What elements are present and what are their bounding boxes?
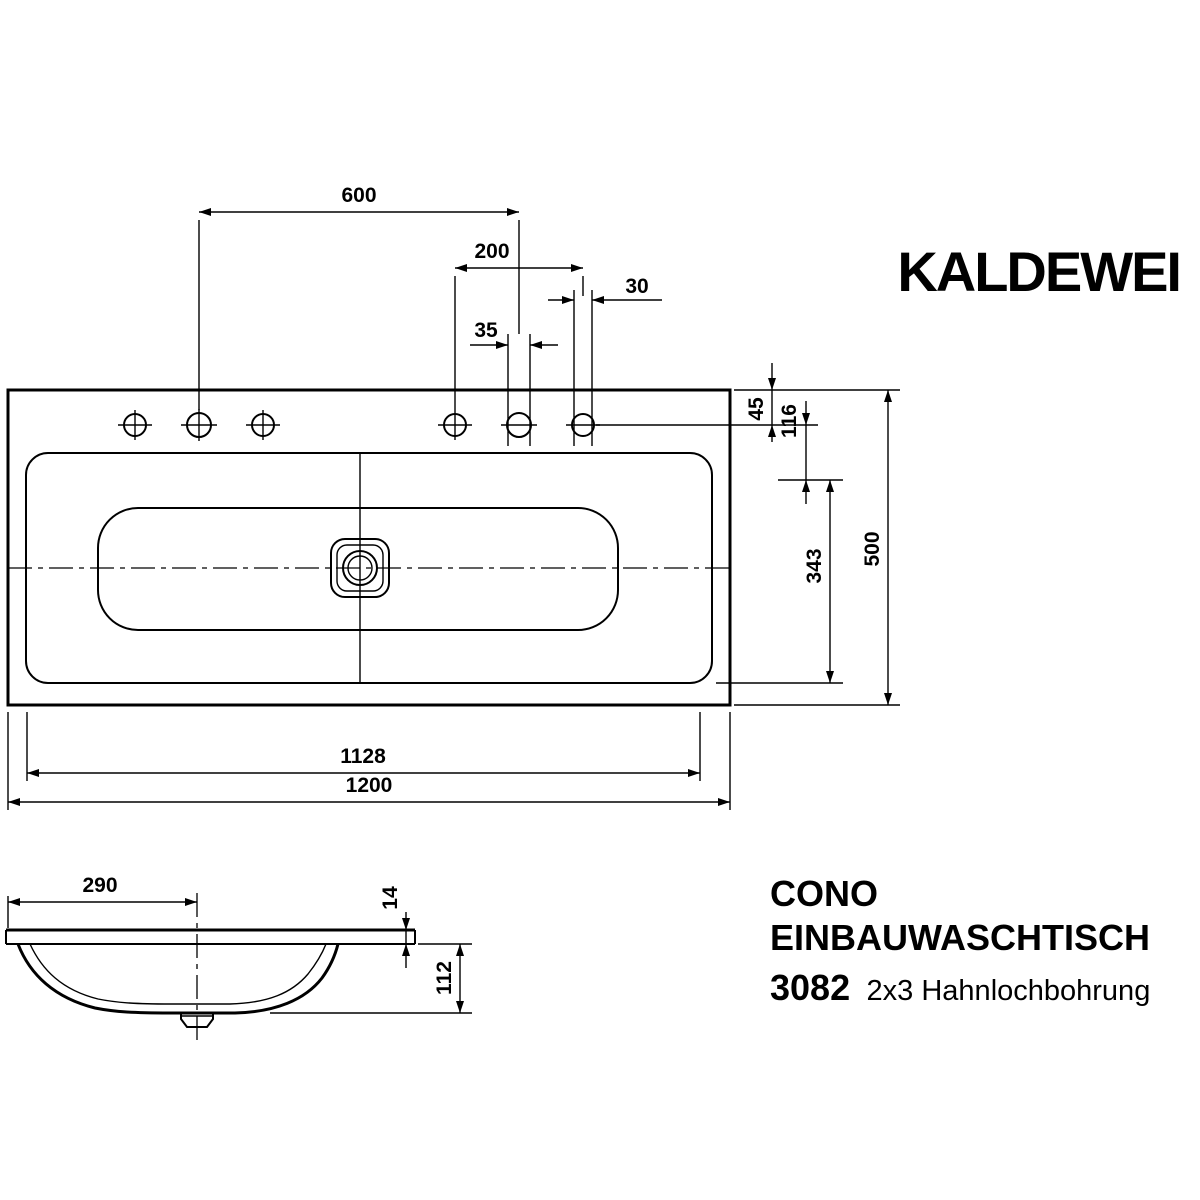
dim-label-112: 112 xyxy=(433,961,456,995)
dim-label-14: 14 xyxy=(379,886,402,910)
dim-cutout-width: 1128 xyxy=(26,712,701,781)
dim-overall-depth: 500 xyxy=(861,390,892,705)
right-extension-lines xyxy=(596,389,900,706)
basin-bottom-contour xyxy=(97,507,619,631)
brand-logo: KALDEWEI xyxy=(897,240,1180,303)
top-view xyxy=(6,388,732,707)
dim-side-hole-diameter: 30 xyxy=(548,275,662,446)
faucet-hole xyxy=(566,413,600,437)
dim-tap-holes-to-basin-edge: 116 xyxy=(778,401,810,504)
dim-label-290: 290 xyxy=(82,874,117,897)
bowl-inner-profile xyxy=(29,943,327,1005)
dim-label-45: 45 xyxy=(745,397,768,421)
faucet-hole xyxy=(246,410,280,440)
section-view xyxy=(5,893,416,1040)
faucet-hole xyxy=(118,410,152,440)
model-line: 3082 2x3 Hahnlochbohrung xyxy=(770,967,1150,1008)
dim-label-200: 200 xyxy=(474,240,509,263)
dim-overall-width: 1200 xyxy=(7,712,731,810)
dim-center-hole-diameter: 35 xyxy=(470,319,558,446)
dim-tap-hole-spacing: 200 xyxy=(454,240,584,410)
model-number: 3082 xyxy=(770,967,850,1008)
dim-label-35: 35 xyxy=(474,319,498,342)
basin-outer-edge xyxy=(6,388,732,707)
bowl-outer-profile xyxy=(16,943,340,1015)
dim-edge-to-tap-holes: 45 xyxy=(745,363,776,442)
dim-label-343: 343 xyxy=(803,548,826,583)
dim-label-1200: 1200 xyxy=(346,774,393,797)
faucet-hole-group-left xyxy=(118,409,280,441)
dim-bowl-depth: 112 xyxy=(270,943,472,1014)
faucet-hole xyxy=(501,412,537,438)
dim-label-30: 30 xyxy=(625,275,648,298)
model-variant: 2x3 Hahnlochbohrung xyxy=(867,975,1151,1007)
title-block: CONO EINBAUWASCHTISCH 3082 2x3 Hahnlochb… xyxy=(770,873,1150,1008)
dim-tap-group-spacing: 600 xyxy=(198,184,520,410)
dim-label-500: 500 xyxy=(861,531,884,566)
faucet-hole xyxy=(438,410,472,440)
dim-drain-center-offset: 290 xyxy=(7,874,197,928)
dim-basin-inner-depth: 343 xyxy=(803,480,834,683)
dim-label-600: 600 xyxy=(341,184,376,207)
product-type: EINBAUWASCHTISCH xyxy=(770,917,1150,958)
dim-label-1128: 1128 xyxy=(340,745,386,768)
faucet-hole xyxy=(181,409,217,441)
dim-rim-thickness: 14 xyxy=(379,886,410,968)
faucet-hole-group-right xyxy=(438,410,600,440)
product-line: CONO xyxy=(770,873,878,914)
dim-label-116: 116 xyxy=(778,404,801,438)
drain xyxy=(330,538,390,598)
